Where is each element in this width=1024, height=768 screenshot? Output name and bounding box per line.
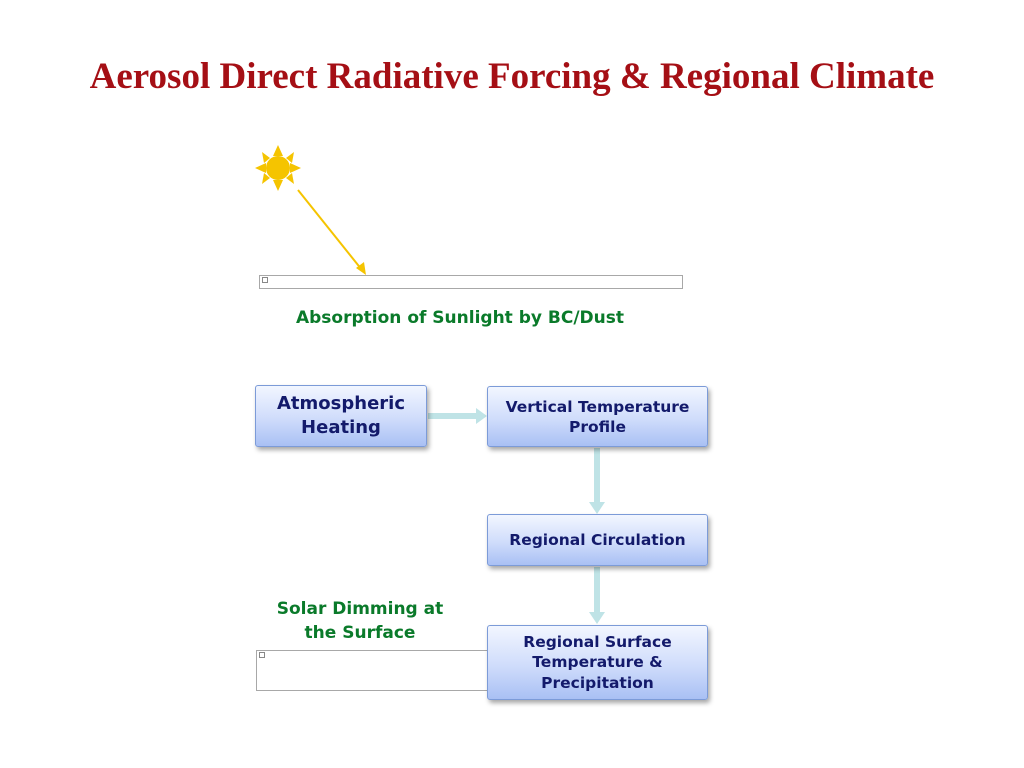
slide-title: Aerosol Direct Radiative Forcing & Regio… [89, 56, 935, 97]
regional-surface-label: Regional Surface Temperature & Precipita… [523, 632, 672, 692]
solar-dimming-label: Solar Dimming at the Surface [276, 599, 444, 643]
vertical-temperature-profile-box: Vertical Temperature Profile [487, 386, 708, 447]
regional-surface-box: Regional Surface Temperature & Precipita… [487, 625, 708, 700]
sunlight-ray-arrowhead [356, 262, 366, 275]
vertical-temperature-profile-label: Vertical Temperature Profile [505, 397, 690, 436]
atmospheric-heating-box: Atmospheric Heating [255, 385, 427, 447]
dimming-image-placeholder [256, 650, 490, 691]
atmospheric-heating-label: Atmospheric Heating [277, 393, 405, 438]
regional-circulation-label: Regional Circulation [509, 531, 686, 549]
aerosol-image-placeholder [259, 275, 683, 289]
sunlight-ray [297, 189, 363, 271]
sun-icon [255, 145, 301, 191]
regional-circulation-box: Regional Circulation [487, 514, 708, 566]
absorption-label: Absorption of Sunlight by BC/Dust [295, 308, 624, 328]
